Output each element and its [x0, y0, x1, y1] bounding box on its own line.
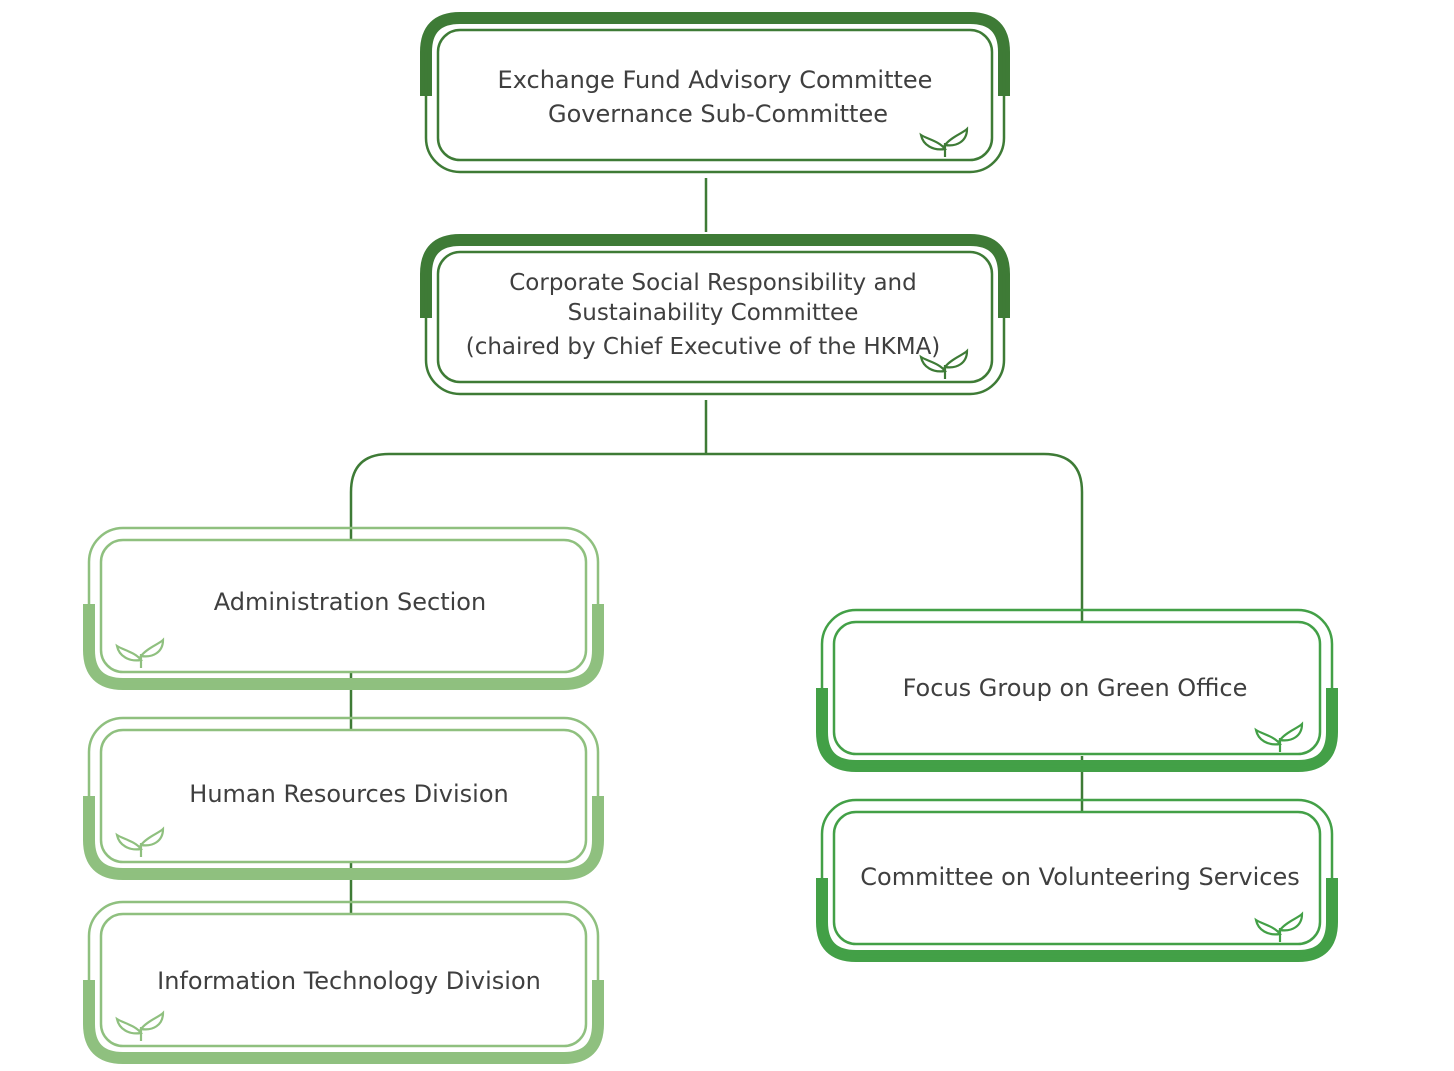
node-outer-border: [87, 900, 600, 1060]
node-outer-border: [424, 16, 1006, 174]
leaf-sprout-icon: [1254, 911, 1304, 942]
node-inner-border: [832, 810, 1322, 946]
node-inner-border: [436, 250, 994, 384]
leaf-sprout-icon: [115, 826, 165, 857]
node-label-line2: Governance Sub-Committee: [548, 100, 888, 128]
leaf-sprout-icon: [115, 1010, 165, 1041]
node-information-technology: Information Technology Division: [83, 900, 604, 1064]
node-outer-border: [87, 526, 600, 686]
node-label-line2: Sustainability Committee: [568, 300, 859, 326]
leaf-sprout-icon: [115, 637, 165, 668]
node-inner-border: [99, 912, 588, 1048]
node-inner-border: [99, 728, 588, 864]
node-label-line1: Committee on Volunteering Services: [860, 863, 1299, 891]
node-csr-committee: Corporate Social Responsibility and Sust…: [420, 234, 1010, 396]
node-green-office: Focus Group on Green Office: [816, 608, 1338, 772]
node-exchange-fund: Exchange Fund Advisory Committee Governa…: [420, 12, 1010, 174]
node-outer-border: [820, 608, 1334, 768]
node-outer-border: [87, 716, 600, 876]
node-label-line1: Administration Section: [214, 588, 486, 616]
node-human-resources: Human Resources Division: [83, 716, 604, 880]
node-label-line1: Corporate Social Responsibility and: [509, 270, 916, 296]
node-inner-border: [436, 28, 994, 162]
node-outer-border: [820, 798, 1334, 958]
connector-branch: [349, 452, 1084, 622]
node-inner-border: [832, 620, 1322, 756]
node-label-line1: Information Technology Division: [157, 967, 541, 995]
leaf-sprout-icon: [919, 126, 969, 157]
leaf-sprout-icon: [1254, 721, 1304, 752]
node-label-line1: Exchange Fund Advisory Committee: [498, 66, 933, 94]
leaf-sprout-icon: [919, 348, 969, 379]
node-volunteering: Committee on Volunteering Services: [816, 798, 1338, 962]
node-label-line1: Human Resources Division: [189, 780, 508, 808]
node-inner-border: [99, 538, 588, 674]
node-label-line1: Focus Group on Green Office: [903, 674, 1248, 702]
node-administration: Administration Section: [83, 526, 604, 690]
node-label-line3: (chaired by Chief Executive of the HKMA): [466, 334, 941, 360]
node-outer-border: [424, 238, 1006, 396]
